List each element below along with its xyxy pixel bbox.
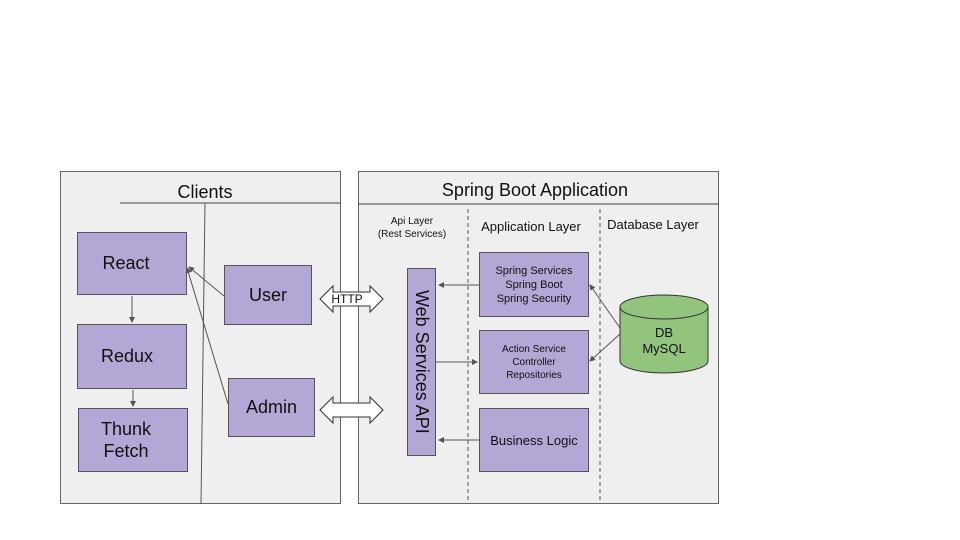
thunk-fetch-label: Thunk Fetch <box>100 419 152 461</box>
redux-label: Redux <box>100 346 154 366</box>
db-label: DB MySQL <box>642 325 686 356</box>
clients-title: Clients <box>177 182 233 202</box>
business-logic-label: Business Logic <box>490 432 578 448</box>
action-service-label: Action Service Controller Repositories <box>502 343 566 381</box>
http-double-arrow <box>319 284 384 314</box>
api-layer-label: Api Layer (Rest Services) <box>377 216 447 240</box>
admin-box: Admin <box>228 378 315 437</box>
action-service-box: Action Service Controller Repositories <box>479 330 589 394</box>
db-cylinder <box>619 294 709 374</box>
db-to-action-service-arrow <box>589 333 621 362</box>
user-react-arrow <box>188 266 225 297</box>
db-to-spring-services-arrow <box>589 284 621 329</box>
thunk-fetch-box: Thunk Fetch <box>78 408 188 472</box>
web-services-api-box: Web Services API <box>407 268 436 456</box>
web-services-api-label: Web Services API <box>412 290 432 434</box>
spring-services-box: Spring Services Spring Boot Spring Secur… <box>479 252 589 317</box>
spring-boot-title: Spring Boot Application <box>441 180 629 200</box>
http-label: HTTP <box>331 292 363 306</box>
business-logic-box: Business Logic <box>479 408 589 472</box>
admin-double-arrow <box>319 395 384 425</box>
clients-divider-line <box>200 202 206 505</box>
database-layer-label: Database Layer <box>607 217 699 232</box>
application-layer-label: Application Layer <box>481 219 581 234</box>
admin-react-arrow <box>185 267 229 405</box>
spring-services-label: Spring Services Spring Boot Spring Secur… <box>495 264 573 305</box>
react-label: React <box>102 253 150 273</box>
redux-box: Redux <box>77 324 187 389</box>
react-box: React <box>77 232 187 295</box>
admin-label: Admin <box>245 397 298 417</box>
user-label: User <box>248 284 287 305</box>
user-box: User <box>224 265 312 325</box>
